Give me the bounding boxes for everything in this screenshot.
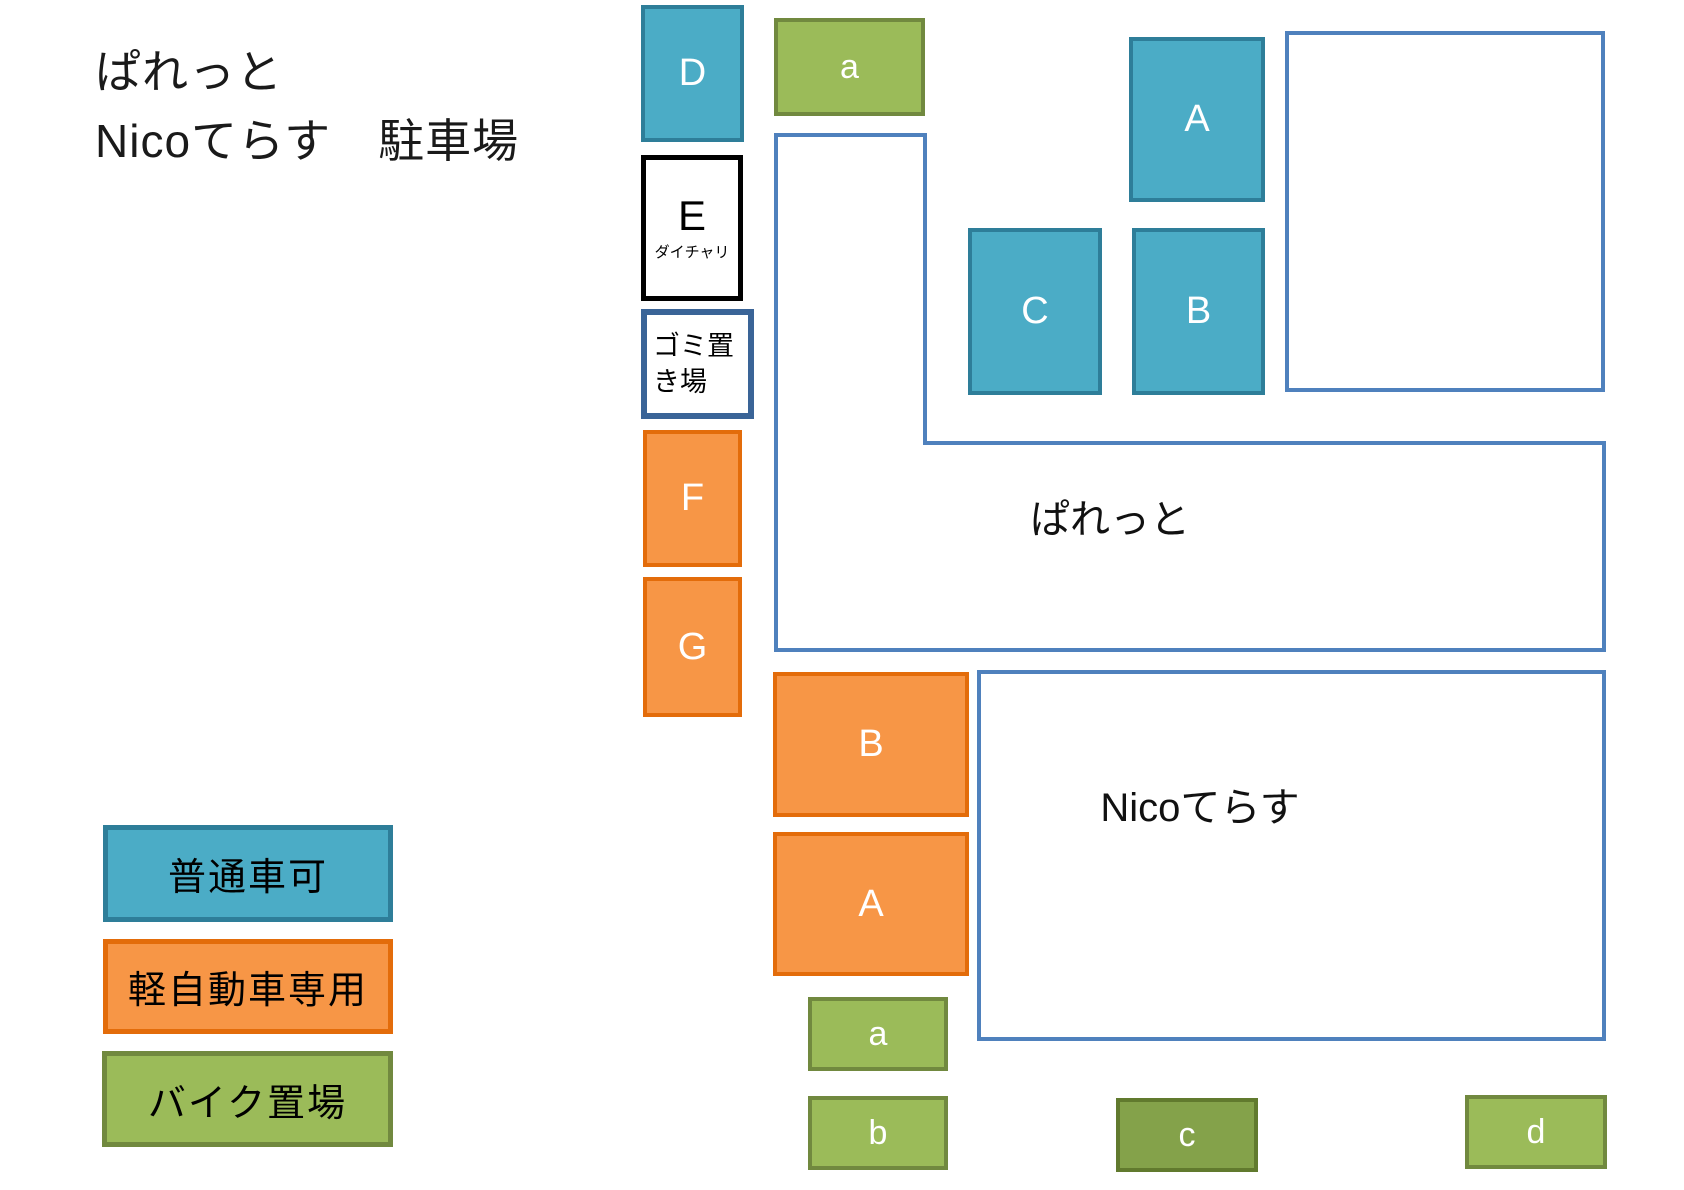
bike-area-c: c xyxy=(1116,1098,1258,1172)
garbage-area: ゴミ置き場 xyxy=(641,309,754,419)
bike-area-d-label: d xyxy=(1526,1112,1546,1151)
unlabeled-building-outline xyxy=(1285,31,1605,392)
spot-regular-d: D xyxy=(641,5,744,142)
spot-regular-b: B xyxy=(1132,228,1265,395)
legend-item-regular-car-label: 普通車可 xyxy=(167,857,328,899)
bike-area-a: a xyxy=(808,997,948,1071)
legend-item-regular-car: 普通車可 xyxy=(103,825,393,922)
bike-area-a-label: a xyxy=(868,1014,888,1053)
bike-area-a-top: a xyxy=(774,18,925,116)
bike-area-a-top-label: a xyxy=(840,47,859,86)
bike-area-b-label: b xyxy=(868,1113,888,1152)
spot-kei-f-label: F xyxy=(680,477,705,519)
bike-area-b: b xyxy=(808,1096,948,1170)
spot-regular-c: C xyxy=(968,228,1102,395)
nico-terrace-building-label: Nicoてらす xyxy=(1100,786,1300,830)
spot-kei-g-label: G xyxy=(677,625,708,668)
spot-kei-b: B xyxy=(773,672,969,817)
spot-regular-b-label: B xyxy=(1185,290,1212,332)
bike-area-c-label: c xyxy=(1178,1115,1196,1154)
spot-kei-a-label: A xyxy=(858,882,884,925)
bike-area-d: d xyxy=(1465,1095,1607,1169)
spot-kei-g: G xyxy=(643,577,742,717)
page-title: ぱれっと Nicoてらす 駐車場 xyxy=(95,38,519,176)
spot-share-cycle-e-label: E xyxy=(677,191,706,239)
nico-terrace-building-outline xyxy=(977,670,1606,1041)
garbage-area-label: ゴミ置き場 xyxy=(653,330,734,397)
spot-share-cycle-e: E ダイチャリ xyxy=(641,155,743,301)
legend-item-motorcycle-label: バイク置場 xyxy=(147,1082,348,1125)
palette-building-outline xyxy=(774,133,1606,652)
page-title-line2: Nicoてらす 駐車場 xyxy=(95,115,520,167)
spot-kei-b-label: B xyxy=(858,723,884,765)
spot-kei-a: A xyxy=(773,832,969,976)
spot-kei-f: F xyxy=(643,430,742,567)
page-title-line1: ぱれっと xyxy=(95,46,283,98)
legend-item-kei-car-label: 軽自動車専用 xyxy=(127,970,368,1012)
spot-share-cycle-e-sublabel: ダイチャリ xyxy=(654,243,730,261)
palette-building-label: ぱれっと xyxy=(1030,498,1190,542)
spot-regular-c-label: C xyxy=(1021,290,1049,332)
legend-item-motorcycle: バイク置場 xyxy=(102,1051,393,1147)
spot-regular-a: A xyxy=(1129,37,1265,202)
spot-regular-d-label: D xyxy=(678,52,707,94)
legend-item-kei-car: 軽自動車専用 xyxy=(103,939,393,1034)
spot-regular-a-label: A xyxy=(1184,98,1210,140)
